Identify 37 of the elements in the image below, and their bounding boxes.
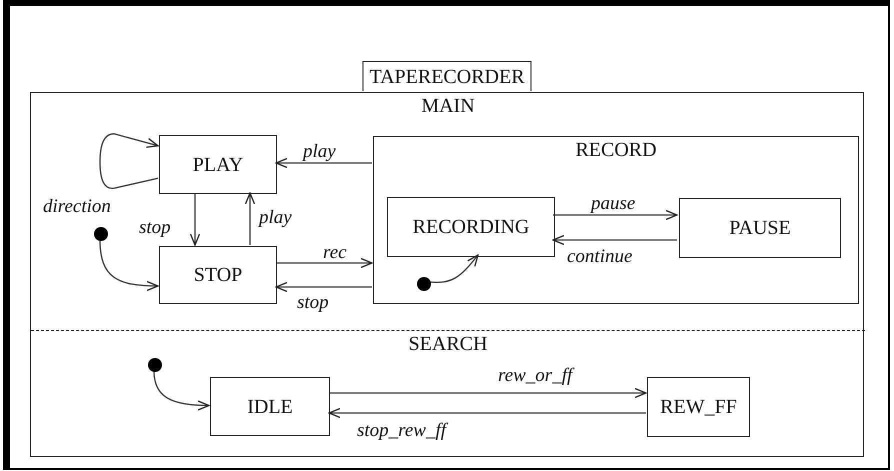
transition-arrow: [190, 193, 200, 246]
transition-arrow: [99, 240, 159, 291]
state-box: [159, 135, 277, 194]
edge-label: play: [258, 208, 293, 227]
transition-arrow: [275, 282, 372, 292]
state-box: [387, 197, 555, 257]
state-name: PAUSE: [729, 217, 791, 239]
edge-label: play: [302, 142, 337, 161]
transition-arrow: [99, 133, 159, 189]
edge-label: rew_or_ff: [497, 366, 574, 385]
state-name: RECORDING: [412, 216, 530, 238]
region-name: MAIN: [421, 95, 475, 117]
transition-arrow: [244, 192, 256, 245]
state-name: IDLE: [247, 396, 293, 418]
transition-arrow: [552, 234, 677, 246]
state-name: STOP: [194, 264, 242, 286]
transition-arrow: [153, 370, 210, 410]
superstate-box: [373, 136, 859, 304]
initial-state-dot: [94, 227, 108, 241]
state-box: [159, 246, 277, 304]
chart-name-tab: TAPERECORDER: [362, 61, 532, 91]
transition-arrow: [553, 210, 678, 220]
initial-state-dot: [417, 277, 431, 291]
region-name: SEARCH: [408, 333, 488, 355]
transition-arrow: [329, 388, 647, 398]
transition-arrow: [428, 254, 479, 283]
transition-arrow: [275, 158, 372, 168]
edge-label: stop_rew_ff: [356, 421, 448, 440]
region-name: RECORD: [575, 139, 657, 161]
state-box: [679, 198, 841, 258]
transition-arrow: [276, 258, 373, 268]
state-name: PLAY: [192, 154, 244, 176]
state-box: [647, 377, 750, 437]
transition-arrow: [328, 408, 646, 418]
initial-state-dot: [148, 358, 162, 372]
state-box: [210, 377, 330, 436]
state-name: REW_FF: [660, 396, 737, 418]
